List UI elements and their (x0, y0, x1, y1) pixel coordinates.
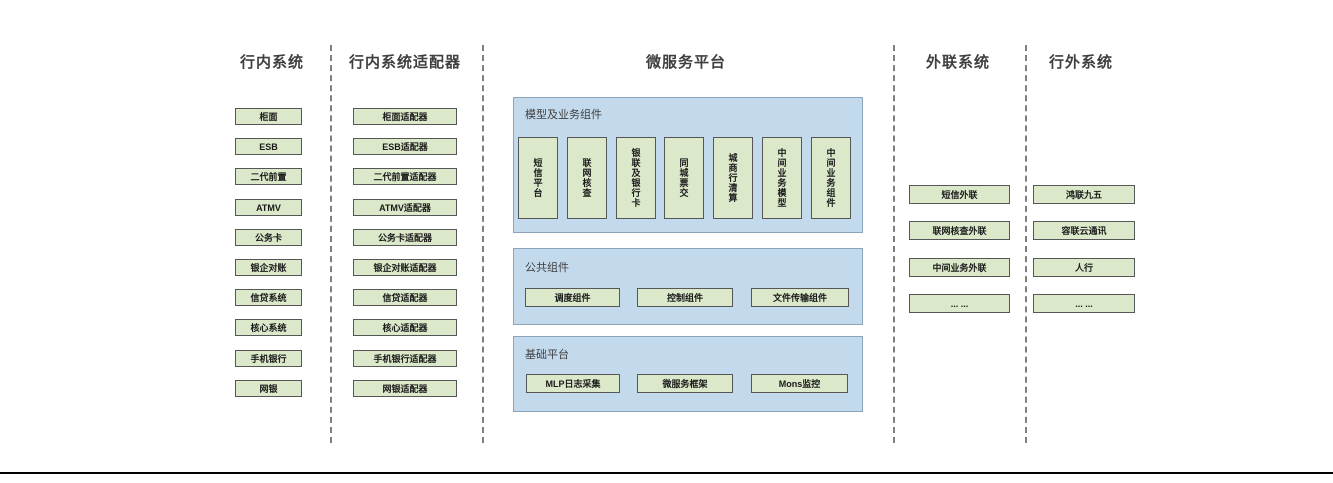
header-outside-systems: 行外系统 (1048, 54, 1113, 71)
inbank-system-box: 手机银行 (235, 350, 302, 367)
header-inbank-adapters: 行内系统适配器 (348, 54, 461, 71)
common-component-box: 文件传输组件 (751, 288, 849, 307)
outside-system-box: 容联云通讯 (1033, 221, 1135, 240)
common-group-label: 公共组件 (525, 262, 569, 274)
inbank-system-box: 网银 (235, 380, 302, 397)
inbank-system-box: 公务卡 (235, 229, 302, 246)
model-component-box: 中间业务组件 (811, 137, 851, 219)
adapter-box: 网银适配器 (353, 380, 457, 397)
inbank-system-box: 信贷系统 (235, 289, 302, 306)
adapter-box: 信贷适配器 (353, 289, 457, 306)
outside-system-box: 鸿联九五 (1033, 185, 1135, 204)
model-component-box: 同城票交 (664, 137, 704, 219)
column-separator-3 (893, 45, 895, 443)
adapter-box: 公务卡适配器 (353, 229, 457, 246)
column-separator-4 (1025, 45, 1027, 443)
adapter-box: 核心适配器 (353, 319, 457, 336)
model-group-label: 模型及业务组件 (525, 109, 602, 121)
column-separator-1 (330, 45, 332, 443)
common-component-box: 调度组件 (525, 288, 620, 307)
external-link-box: 短信外联 (909, 185, 1010, 204)
base-component-box: 微服务框架 (637, 374, 733, 393)
inbank-system-box: 柜面 (235, 108, 302, 125)
adapter-box: 银企对账适配器 (353, 259, 457, 276)
header-external-link-systems: 外联系统 (925, 54, 990, 71)
inbank-system-box: 银企对账 (235, 259, 302, 276)
column-separator-2 (482, 45, 484, 443)
outside-system-box: 人行 (1033, 258, 1135, 277)
adapter-box: 二代前置适配器 (353, 168, 457, 185)
external-link-box: 中间业务外联 (909, 258, 1010, 277)
common-component-box: 控制组件 (637, 288, 733, 307)
model-component-box: 银联及银行卡 (616, 137, 656, 219)
adapter-box: 手机银行适配器 (353, 350, 457, 367)
inbank-system-box: ESB (235, 138, 302, 155)
external-link-box: 联网核查外联 (909, 221, 1010, 240)
adapter-box: ESB适配器 (353, 138, 457, 155)
bottom-divider-line (0, 472, 1333, 474)
inbank-system-box: 二代前置 (235, 168, 302, 185)
base-component-box: MLP日志采集 (526, 374, 620, 393)
base-group-label: 基础平台 (525, 349, 569, 361)
header-inbank-systems: 行内系统 (239, 54, 304, 71)
model-component-box: 短信平台 (518, 137, 558, 219)
common-components-group (513, 248, 863, 325)
adapter-box: 柜面适配器 (353, 108, 457, 125)
inbank-system-box: 核心系统 (235, 319, 302, 336)
outside-system-box: ... ... (1033, 294, 1135, 313)
model-component-box: 联网核查 (567, 137, 607, 219)
base-component-box: Mons监控 (751, 374, 848, 393)
model-component-box: 中间业务模型 (762, 137, 802, 219)
external-link-box: ... ... (909, 294, 1010, 313)
model-component-box: 城商行清算 (713, 137, 753, 219)
adapter-box: ATMV适配器 (353, 199, 457, 216)
header-microservice-platform: 微服务平台 (645, 54, 726, 71)
inbank-system-box: ATMV (235, 199, 302, 216)
